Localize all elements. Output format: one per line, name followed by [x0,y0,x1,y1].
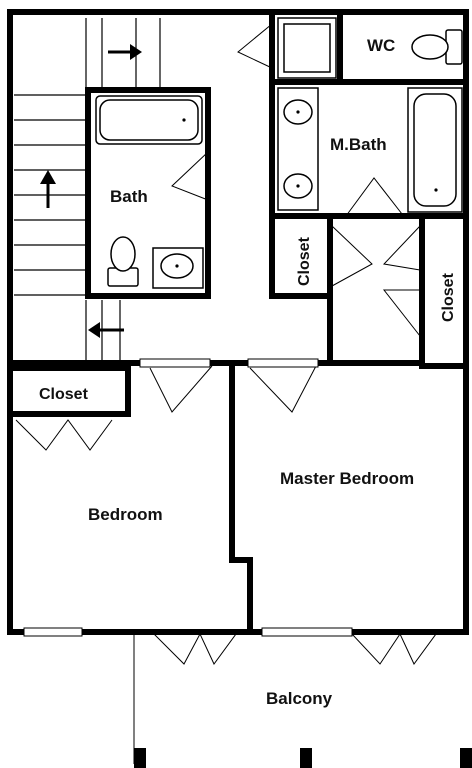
windows [23,358,353,637]
label-closet-hall: Closet [296,236,313,286]
fixtures [95,17,463,289]
label-bath: Bath [110,187,148,206]
label-balcony: Balcony [266,689,333,708]
label-closet-master: Closet [440,272,457,322]
label-bedroom: Bedroom [88,505,163,524]
label-master-bedroom: Master Bedroom [280,469,414,488]
balcony-area [133,634,472,768]
doors [15,23,437,665]
shower-icon [277,17,337,79]
double-sink-icon [277,87,319,211]
bathtub-icon [95,95,203,145]
walls [7,9,469,635]
sink-icon [152,247,204,289]
wc-toilet-icon [411,29,463,65]
toilet-icon [107,236,139,287]
stair-arrow-right-icon [108,44,142,60]
stairs [14,18,161,360]
master-bathtub-icon [407,87,463,213]
label-closet-bedroom: Closet [39,386,89,403]
label-master-bath: M.Bath [330,135,387,154]
stair-arrow-left-icon [88,322,124,338]
label-wc: WC [367,36,395,55]
stair-arrow-up-icon [40,170,56,208]
room-labels: WC M.Bath Bath Closet Closet Closet Mast… [39,36,457,708]
